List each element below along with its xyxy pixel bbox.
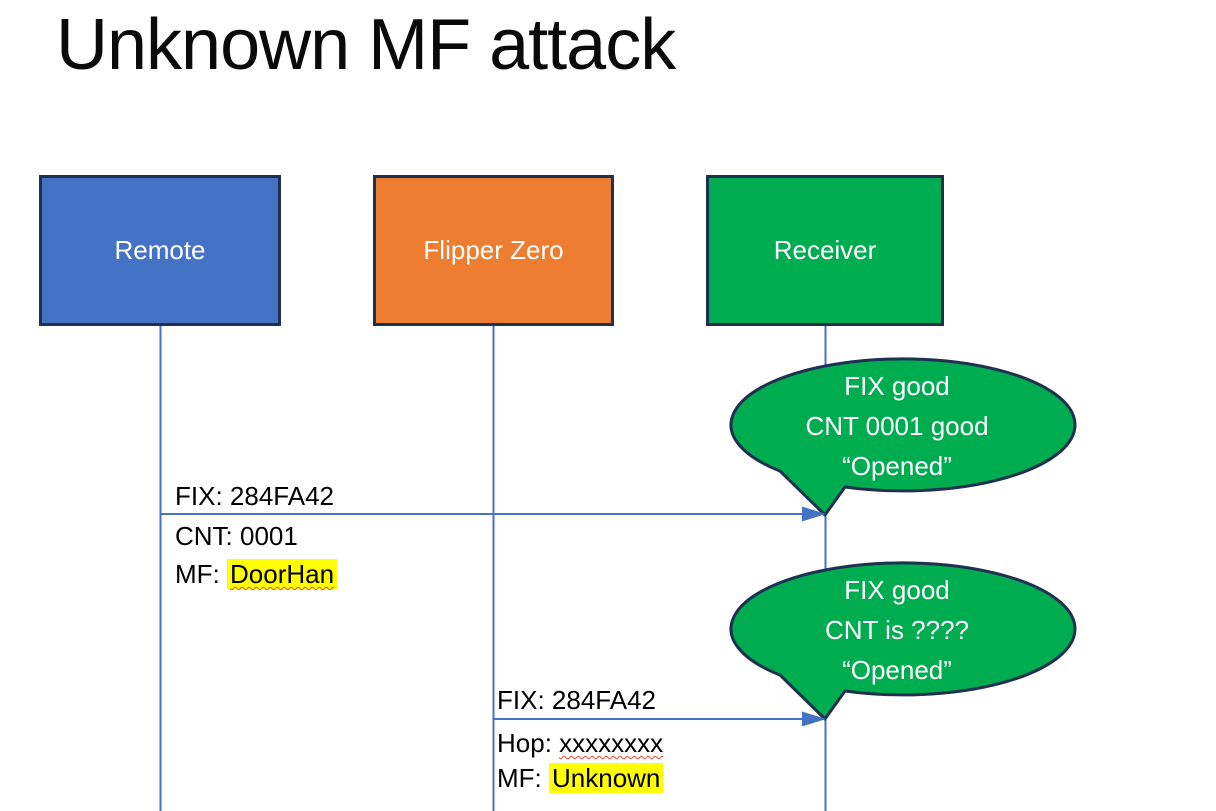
message2-arrowhead [802,711,826,727]
bubble2-line3: “Opened” [842,655,952,685]
actor-box-receiver: Receiver [706,175,944,326]
actor-box-remote: Remote [39,175,281,326]
bubble2-line1: FIX good [844,575,950,605]
message1-mf-label: MF: DoorHan [175,555,338,593]
message2-hop-value: xxxxxxxx [559,728,664,758]
message1-fix-label: FIX: 284FA42 [175,481,334,511]
message2-hop-label: Hop: xxxxxxxx [497,724,663,762]
actor-label-flipper-zero: Flipper Zero [423,235,564,265]
message1-mf-value-highlighted: DoorHan [227,559,338,589]
speech-bubble-2-text: FIX good CNT is ???? “Opened” [725,570,1069,690]
message2-hop-prefix: Hop: [497,728,560,758]
message1-mf-prefix: MF: [175,559,227,589]
bubble1-line2: CNT 0001 good [805,411,989,441]
bubble2-line2: CNT is ???? [824,615,970,645]
actor-label-remote: Remote [114,235,206,265]
message2-mf-prefix: MF: [497,763,549,793]
slide-title: Unknown MF attack [56,5,676,85]
message2-mf-value-highlighted: Unknown [549,763,664,793]
actor-label-receiver: Receiver [773,235,877,265]
message2-mf-label: MF: Unknown [497,759,664,797]
message1-cnt-label: CNT: 0001 [175,521,298,551]
bubble1-line1: FIX good [844,371,950,401]
speech-bubble-1 [729,357,1077,517]
bubble1-line3: “Opened” [842,451,952,481]
actor-box-flipper-zero: Flipper Zero [373,175,614,326]
speech-bubble-1-text: FIX good CNT 0001 good “Opened” [725,366,1069,486]
message1-arrowhead [802,506,826,522]
speech-bubble-2 [729,561,1077,721]
message2-fix-label: FIX: 284FA42 [497,685,656,715]
